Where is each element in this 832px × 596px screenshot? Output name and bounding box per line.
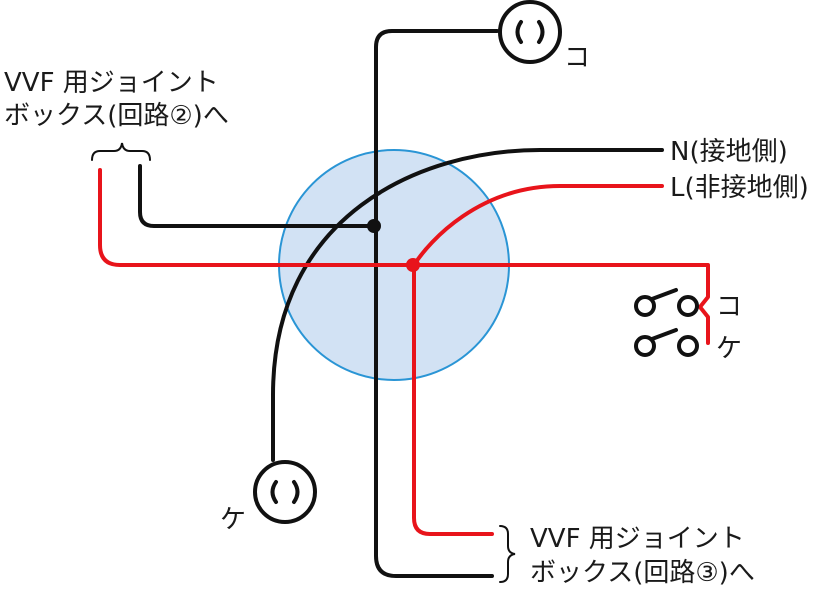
live-connection-dot — [406, 258, 420, 272]
switch-top-label: コ — [716, 292, 742, 322]
top-left-brace — [91, 142, 151, 161]
bottom-right-brace — [499, 525, 516, 583]
outlet-top-icon — [498, 0, 562, 64]
bottom-right-label-line1: VVF 用ジョイント — [530, 524, 745, 554]
bottom-right-label-line2: ボックス(回路③)へ — [530, 558, 755, 588]
outlet-bottom-label: ケ — [220, 505, 246, 535]
live-wire-horizontal — [98, 168, 710, 345]
switch-top — [634, 288, 699, 317]
top-left-label-line2: ボックス(回路②)へ — [4, 101, 229, 131]
neutral-label: N(接地側) — [670, 137, 788, 167]
live-wire-to-L — [412, 184, 664, 267]
neutral-wire-to-N — [271, 148, 664, 462]
neutral-wire-to-jbox2 — [138, 164, 378, 228]
switch-bottom-label: ケ — [716, 334, 742, 364]
top-left-label-line1: VVF 用ジョイント — [4, 68, 219, 98]
outlet-top-label: コ — [564, 43, 590, 73]
live-wire-to-jbox3 — [412, 263, 494, 536]
neutral-wire-vertical — [374, 29, 499, 578]
switch-bottom — [634, 328, 699, 357]
neutral-connection-dot — [367, 219, 381, 233]
outlet-bottom-icon — [253, 460, 317, 524]
live-label: L(非接地側) — [670, 173, 809, 203]
